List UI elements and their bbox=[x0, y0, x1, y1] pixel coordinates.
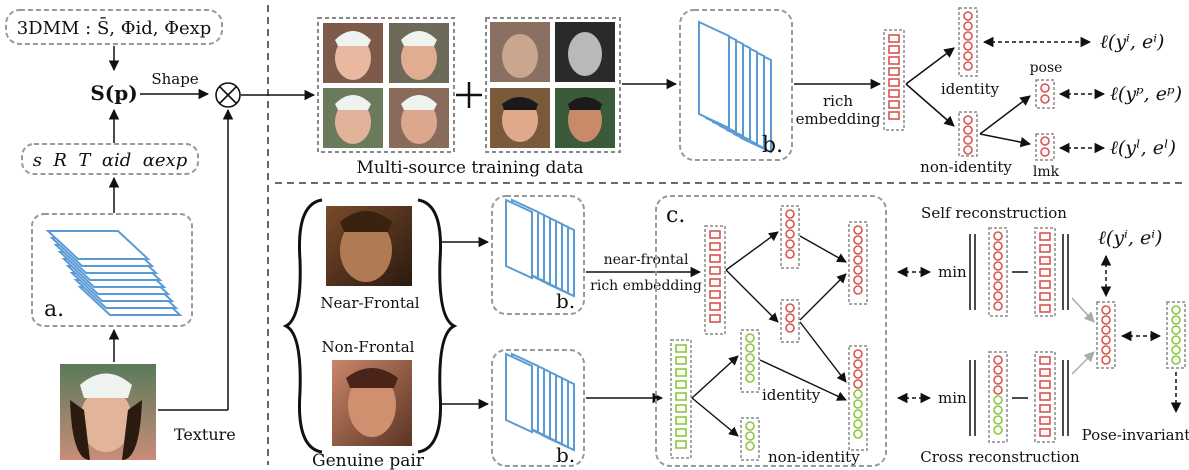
nonidentity-vector-top bbox=[958, 111, 978, 157]
nonidentity-label-top: non-identity bbox=[920, 158, 1012, 176]
rich-embedding-line2: embedding bbox=[796, 110, 881, 128]
self-recon-label: Self reconstruction bbox=[921, 204, 1067, 222]
network-stack-b-low-icon bbox=[505, 352, 575, 452]
panel-c-box bbox=[655, 195, 887, 467]
nonfrontal-embedding-vector bbox=[670, 339, 692, 459]
pose-invariant-green-vector bbox=[1166, 301, 1186, 369]
identity-label-bottom: identity bbox=[762, 386, 821, 404]
params-label: s R T αid αexp bbox=[33, 150, 188, 171]
arrow-nfid-to-self bbox=[799, 235, 847, 263]
texture-label: Texture bbox=[174, 425, 236, 444]
nf-nonidentity-vector bbox=[780, 299, 800, 343]
shape-label: Shape bbox=[151, 70, 198, 88]
near-frontal-photo bbox=[326, 206, 412, 286]
arrow-embed-to-nfid bbox=[725, 231, 779, 271]
identity-vector-top bbox=[958, 7, 978, 77]
arrow-nonid-to-lmk bbox=[979, 133, 1032, 148]
cross-recon-vector bbox=[848, 345, 868, 451]
nf-identity-vector bbox=[780, 205, 800, 269]
pose-invariant-red-vector bbox=[1096, 301, 1116, 369]
arrow-embed-to-nonidentity bbox=[905, 83, 955, 127]
real-faces-grid bbox=[485, 17, 621, 153]
rich-embedding-vector bbox=[883, 29, 905, 131]
network-stack-a-icon bbox=[45, 230, 183, 316]
min-label-2: min bbox=[938, 389, 967, 407]
lmk-vector bbox=[1035, 133, 1055, 161]
non-frontal-label: Non-Frontal bbox=[322, 338, 415, 356]
nonf-identity-vector bbox=[740, 329, 760, 393]
panel-b-top-box bbox=[679, 9, 793, 161]
panel-b-mid-label: b. bbox=[556, 289, 575, 313]
right-brace-icon bbox=[417, 198, 458, 454]
arrow-cross-to-inv bbox=[1071, 351, 1095, 375]
loss-identity-top: ℓ(yⁱ, eⁱ) bbox=[1100, 31, 1164, 53]
nonf-nonidentity-vector bbox=[740, 417, 760, 461]
self-norm-bars bbox=[969, 234, 1069, 310]
arrow-self-to-inv bbox=[1071, 297, 1095, 323]
arrow-nfnonid-to-self bbox=[799, 273, 847, 321]
min-label-1: min bbox=[938, 263, 967, 281]
threedmm-box bbox=[5, 9, 223, 45]
cross-recon-pred-vector bbox=[988, 351, 1008, 443]
loss-lmk: ℓ(yˡ, eˡ) bbox=[1110, 137, 1176, 159]
plus-icon bbox=[456, 82, 482, 108]
self-recon-target-vector bbox=[1034, 227, 1056, 317]
lmk-label: lmk bbox=[1033, 164, 1060, 180]
cross-recon-label: Cross reconstruction bbox=[920, 448, 1080, 466]
panel-b-top-label: b. bbox=[762, 133, 783, 158]
panel-a-label: a. bbox=[44, 297, 64, 322]
pose-invariant-label: Pose-invariant bbox=[1082, 426, 1189, 444]
arrow-nfnonid-to-cross bbox=[799, 321, 847, 383]
multi-source-caption: Multi-source training data bbox=[357, 158, 584, 178]
nf-embed-line1: near-frontal bbox=[604, 252, 689, 268]
panel-b-low-label: b. bbox=[556, 443, 575, 467]
identity-label-top: identity bbox=[941, 80, 1000, 98]
nf-embedding-vector bbox=[704, 225, 726, 335]
arrow-nonfid-to-cross bbox=[759, 359, 847, 401]
network-stack-b-mid-icon bbox=[505, 198, 575, 298]
panel-b-mid-box bbox=[491, 195, 585, 315]
arrow-nonf-to-nonid bbox=[691, 397, 739, 437]
network-stack-b-top-icon bbox=[698, 20, 772, 154]
pose-vector bbox=[1035, 79, 1055, 109]
threedmm-label: 3DMM : S̄, Φid, Φexp bbox=[17, 16, 212, 39]
params-box bbox=[21, 143, 199, 175]
loss-pose: ℓ(yᵖ, eᵖ) bbox=[1110, 83, 1182, 105]
input-face-photo bbox=[60, 364, 156, 460]
nf-embed-line2: rich embedding bbox=[590, 278, 702, 294]
pose-label: pose bbox=[1030, 60, 1063, 76]
arrow-nonf-to-id bbox=[691, 355, 739, 399]
non-frontal-photo bbox=[332, 360, 412, 446]
panel-a-box bbox=[31, 213, 193, 327]
nonidentity-label-bottom: non-identity bbox=[768, 448, 860, 466]
near-frontal-label: Near-Frontal bbox=[320, 294, 419, 312]
panel-b-low-box bbox=[491, 349, 585, 467]
loss-identity-bottom: ℓ(yⁱ, eⁱ) bbox=[1098, 227, 1162, 249]
genuine-pair-label: Genuine pair bbox=[312, 451, 425, 470]
rich-embedding-line1: rich bbox=[823, 92, 853, 110]
self-recon-vector bbox=[848, 221, 868, 305]
otimes-icon bbox=[215, 82, 241, 108]
arrow-embed-to-nfnonid bbox=[725, 269, 779, 323]
cross-recon-target-vector bbox=[1034, 351, 1056, 443]
cross-norm-bars bbox=[969, 360, 1069, 436]
left-brace-icon bbox=[282, 198, 323, 454]
s-of-p-label: S(p) bbox=[90, 81, 137, 105]
rendered-faces-grid bbox=[317, 17, 455, 153]
arrow-nonid-to-pose bbox=[979, 95, 1031, 135]
arrow-embed-to-identity bbox=[905, 47, 955, 85]
panel-c-label: c. bbox=[666, 203, 685, 228]
self-recon-pred-vector bbox=[988, 227, 1008, 317]
